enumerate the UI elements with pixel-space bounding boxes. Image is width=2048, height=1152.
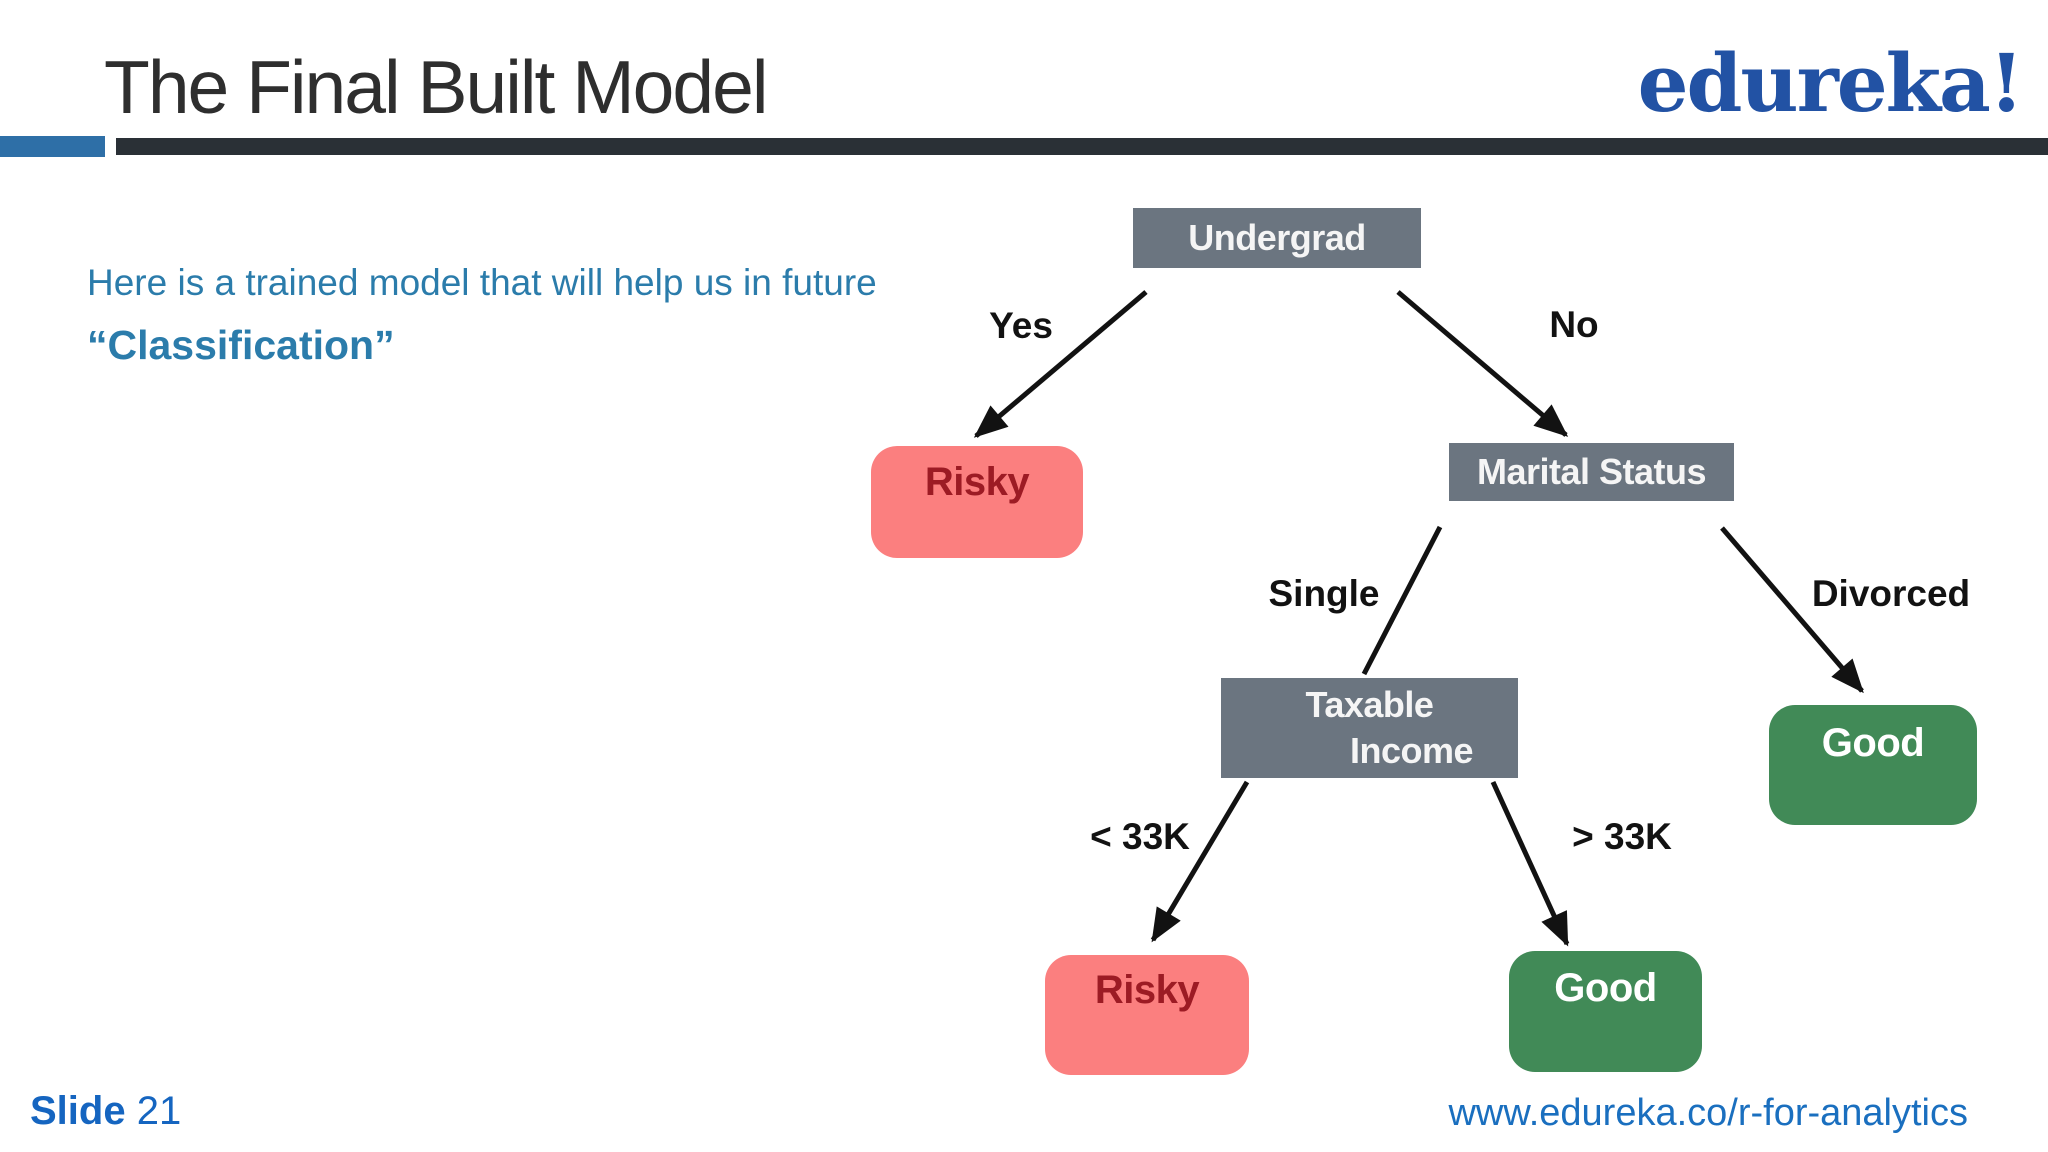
edge-label-divorced: Divorced — [1811, 573, 1971, 614]
title-accent-bar — [0, 136, 105, 157]
tree-node-marital-status: Marital Status — [1449, 443, 1734, 501]
tree-leaf-good-divorced: Good — [1769, 705, 1977, 825]
tree-node-taxable-income-label-line2: Income — [1349, 730, 1474, 771]
title-divider-bar — [116, 138, 2048, 155]
edge-lt33k-arrow — [1150, 780, 1250, 943]
tree-leaf-risky-label: Risky — [924, 460, 1030, 504]
edge-label-gt-33k: > 33K — [1572, 816, 1672, 857]
edge-label-single: Single — [1268, 573, 1380, 614]
tree-leaf-good-gt33k: Good — [1509, 951, 1702, 1072]
intro-classification-text: “Classification” — [87, 322, 395, 368]
edge-label-lt-33k: < 33K — [1090, 816, 1190, 857]
edge-label-yes: Yes — [989, 305, 1053, 346]
tree-leaf-risky-lt33k: Risky — [1045, 955, 1249, 1075]
tree-node-taxable-income-label-line1: Taxable — [1305, 684, 1434, 725]
footer-url: www.edureka.co/r-for-analytics — [1448, 1092, 1968, 1134]
tree-node-undergrad-label: Undergrad — [1188, 217, 1366, 258]
edureka-logo: edureka! — [1637, 36, 2024, 130]
tree-leaf-risky-label: Risky — [1094, 968, 1200, 1012]
slide-number: Slide 21 — [30, 1089, 181, 1134]
tree-leaf-good-label: Good — [1821, 721, 1925, 765]
tree-node-taxable-income: Taxable Income — [1221, 678, 1518, 778]
slide-number-label: Slide — [30, 1089, 126, 1133]
intro-text: Here is a trained model that will help u… — [87, 262, 877, 303]
page-title: The Final Built Model — [104, 45, 768, 129]
tree-node-undergrad: Undergrad — [1133, 208, 1421, 268]
edge-label-no: No — [1549, 304, 1599, 345]
slide-number-value: 21 — [136, 1089, 182, 1133]
edge-gt33k-arrow — [1490, 780, 1570, 947]
tree-leaf-good-label: Good — [1554, 966, 1657, 1010]
tree-leaf-risky-undergrad-yes: Risky — [871, 446, 1083, 558]
tree-node-marital-status-label: Marital Status — [1476, 451, 1707, 492]
edge-no-arrow — [1396, 290, 1569, 437]
